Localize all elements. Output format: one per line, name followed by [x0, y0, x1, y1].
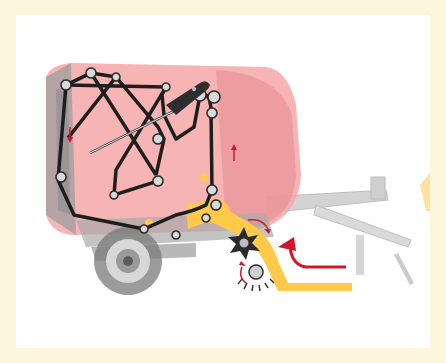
baler-diagram — [16, 15, 430, 348]
curved-arrow-icon — [239, 261, 246, 283]
crop-flow-dot — [200, 174, 208, 182]
wheel — [94, 227, 162, 295]
next-panel-fragment — [420, 173, 430, 211]
bale-chamber — [46, 63, 301, 235]
arrow-left-curve-icon — [278, 237, 346, 267]
figure-panel — [16, 15, 430, 348]
